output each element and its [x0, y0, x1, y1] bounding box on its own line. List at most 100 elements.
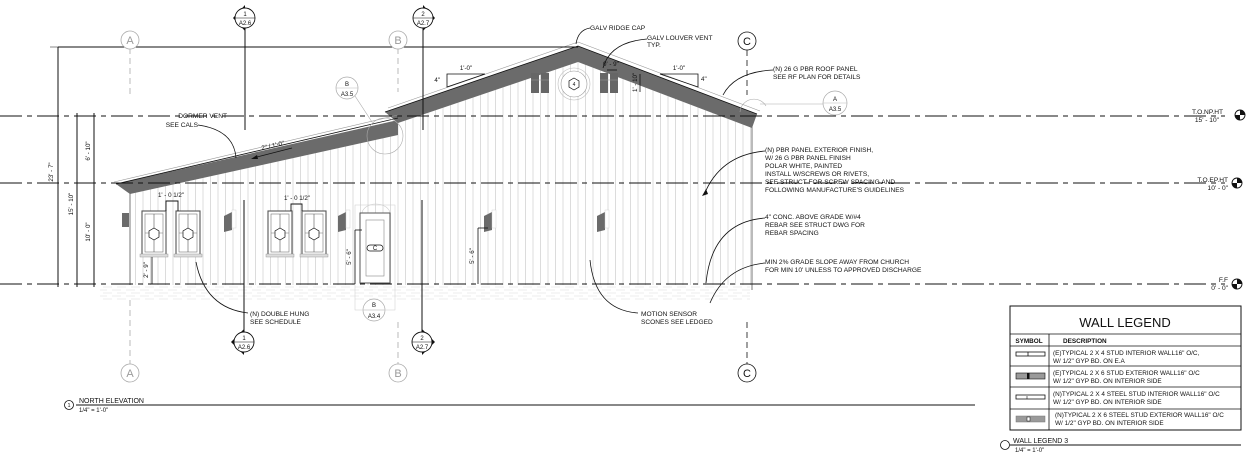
- window-2[interactable]: [173, 210, 203, 258]
- view-title-north-elevation[interactable]: 1 NORTH ELEVATION 1/4" = 1'-0": [64, 398, 976, 414]
- note-grade-slope[interactable]: MIN 2% GRADE SLOPE AWAY FROM CHURCH FOR …: [709, 259, 922, 304]
- wall-sconces: [122, 209, 610, 232]
- legend-row-4: (N)TYPICAL 2 X 6 STEEL STUD EXTERIOR WAL…: [1015, 412, 1224, 427]
- view-scale: 1/4" = 1'-0": [79, 408, 108, 414]
- section-marker-top-1[interactable]: 1 A2.6: [233, 5, 256, 130]
- note-text: 4" CONC. ABOVE GRADE W/#4: [765, 214, 861, 221]
- gridline-c-label-bottom: C: [743, 368, 751, 380]
- gridline-a[interactable]: A A: [120, 30, 140, 383]
- detail-callout-a-a35[interactable]: A A3.5: [739, 90, 848, 116]
- level-elevation: 0' - 0": [1211, 285, 1228, 292]
- gable-vent[interactable]: 4: [557, 67, 591, 101]
- dim-to-ep: 10' - 0": [85, 222, 92, 241]
- section-sheet: A2.6: [238, 345, 251, 351]
- sconce-2[interactable]: [224, 209, 237, 232]
- wall-symbol-existing-2x6-exterior-icon: [1015, 372, 1046, 380]
- gridline-b[interactable]: B B: [388, 30, 408, 383]
- slope-rise: 4": [701, 76, 707, 83]
- callout-letter: B: [372, 303, 376, 309]
- level-name: F.F: [1219, 277, 1228, 284]
- note-text: SEE CALS: [166, 122, 199, 129]
- note-text: (N) DOUBLE HUNG: [250, 311, 309, 318]
- window-4[interactable]: [299, 210, 329, 258]
- louver-height: 1' - 10": [632, 73, 639, 92]
- level-elevation: 10' - 0": [1208, 185, 1229, 192]
- note-text: MOTION SENSOR: [641, 311, 697, 318]
- note-text: TYP.: [647, 42, 661, 49]
- legend-header-description: DESCRIPTION: [1063, 338, 1107, 345]
- window-gap-dim-1: 1' - 0 1/2": [158, 192, 184, 211]
- note-exterior-finish[interactable]: (N) PBR PANEL EXTERIOR FINISH, W/ 26 G P…: [702, 147, 905, 196]
- gridline-a-label-top: A: [126, 35, 134, 47]
- level-name: T.O.EP.HT: [1197, 177, 1228, 184]
- window-3[interactable]: [265, 210, 295, 258]
- level-marker-ff[interactable]: F.F 0' - 0": [1211, 277, 1243, 292]
- window-1[interactable]: [139, 210, 169, 258]
- legend-row-text: (E)TYPICAL 2 X 6 STUD EXTERIOR WALL16" O…: [1053, 370, 1200, 377]
- legend-title: WALL LEGEND: [1079, 315, 1171, 330]
- dim-sill: 2' - 9": [143, 262, 150, 278]
- sconce-1[interactable]: [122, 213, 129, 227]
- section-sheet: A2.7: [417, 21, 430, 27]
- note-text: REBAR SEE STRUCT DWG FOR: [765, 222, 865, 229]
- callout-sheet: A3.5: [829, 107, 842, 113]
- callout-letter: B: [345, 82, 349, 88]
- legend-row-2: (E)TYPICAL 2 X 6 STUD EXTERIOR WALL16" O…: [1015, 370, 1200, 385]
- level-elevation: 15' - 10": [1195, 117, 1220, 124]
- note-text: DORMER VENT: [178, 113, 227, 120]
- note-text: INSTALL W/SCREWS OR RIVETS,: [765, 171, 869, 178]
- note-roof-panel[interactable]: (N) 26 G PBR ROOF PANEL SEE RF PLAN FOR …: [722, 66, 861, 96]
- level-name: T.O.NP.HT: [1192, 109, 1223, 116]
- door-tag: [366, 244, 384, 252]
- section-marker-top-2[interactable]: 2 A2.7: [412, 5, 435, 130]
- vent-tag-icon: [568, 77, 580, 91]
- dim-to-np: 15' - 10": [68, 193, 75, 216]
- view-title-wall-legend[interactable]: WALL LEGEND 3 1/4" = 1'-0": [1000, 438, 1242, 454]
- door[interactable]: C: [359, 203, 391, 284]
- legend-row-3: (N)TYPICAL 2 X 4 STEEL STUD INTERIOR WAL…: [1015, 391, 1220, 406]
- window-tag-icon: [308, 227, 320, 241]
- gridline-a-label-bottom: A: [126, 368, 134, 380]
- dim-upper: 6' - 10": [85, 141, 92, 160]
- sconce-5[interactable]: [597, 209, 610, 232]
- note-text: FOR MIN 10' UNLESS TO APPROVED DISCHARGE: [765, 267, 922, 274]
- note-text: REBAR SPACING: [765, 230, 819, 237]
- note-text: SEE SCHEDULE: [250, 319, 302, 326]
- detail-callout-b-a35[interactable]: B A3.5: [335, 76, 404, 155]
- louver-vents: [531, 73, 618, 93]
- note-concrete[interactable]: 4" CONC. ABOVE GRADE W/#4 REBAR SEE STRU…: [705, 214, 865, 284]
- slope-rise: 4": [434, 77, 440, 84]
- sconce-4[interactable]: [484, 209, 497, 232]
- note-text: MIN 2% GRADE SLOPE AWAY FROM CHURCH: [765, 259, 909, 266]
- vertical-dimensions: [50, 46, 100, 287]
- level-datum-icon: [1234, 109, 1246, 121]
- slope-indicator-left: 1'-0" 4": [434, 65, 486, 88]
- note-text: (N) 26 G PBR ROOF PANEL: [773, 66, 858, 73]
- view-title: NORTH ELEVATION: [79, 398, 144, 405]
- legend-row-text: (N)TYPICAL 2 X 6 STEEL STUD EXTERIOR WAL…: [1055, 412, 1224, 419]
- level-marker-np[interactable]: T.O.NP.HT 15' - 10": [1192, 109, 1246, 124]
- note-dormer-vent[interactable]: DORMER VENT SEE CALS: [166, 113, 237, 159]
- window-gap-label: 1' - 0 1/2": [158, 192, 184, 199]
- window-tag-icon: [148, 227, 160, 241]
- note-galv-louver-vent[interactable]: GALV LOUVER VENT TYP.: [602, 35, 712, 69]
- windows: [139, 210, 329, 258]
- note-double-hung[interactable]: (N) DOUBLE HUNG SEE SCHEDULE: [195, 261, 309, 326]
- section-number: 1: [242, 336, 246, 342]
- section-number: 2: [421, 12, 425, 18]
- note-text: POLAR WHITE, PAINTED: [765, 163, 842, 170]
- louver-width: 0' - 9": [603, 61, 619, 68]
- dim-sconce-1: 5' - 6": [346, 249, 353, 265]
- door-tag-label: C: [373, 246, 378, 252]
- note-galv-ridge-cap[interactable]: GALV RIDGE CAP: [575, 25, 646, 45]
- level-datum-icon: [1231, 177, 1243, 189]
- legend-row-text: W/ 1/2" GYP BD. ON INTERIOR SIDE: [1053, 399, 1162, 406]
- note-motion-sensor[interactable]: MOTION SENSOR SCONES SEE LEDGED: [589, 259, 713, 326]
- level-marker-ep[interactable]: T.O.EP.HT 10' - 0": [1197, 177, 1243, 192]
- sconce-3[interactable]: [338, 209, 351, 232]
- legend-view-title: WALL LEGEND 3: [1013, 438, 1068, 445]
- note-text: GALV LOUVER VENT: [647, 35, 712, 42]
- roof-main: [384, 41, 761, 128]
- gridline-c[interactable]: C C: [737, 31, 757, 383]
